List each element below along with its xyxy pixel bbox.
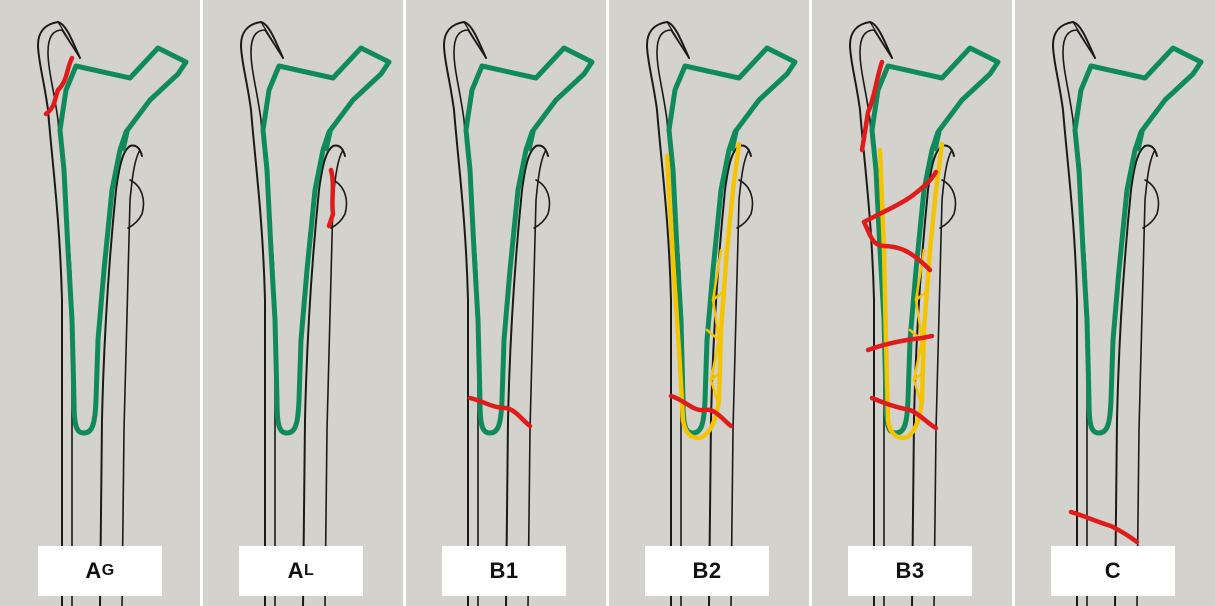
panel-drawing <box>609 0 809 606</box>
label-main-text: B3 <box>895 558 924 584</box>
panel-b3: B3 <box>812 0 1012 606</box>
label-subscript-text: G <box>102 562 115 580</box>
panel-drawing <box>1015 0 1215 606</box>
panel-c: C <box>1015 0 1215 606</box>
label-main-text: C <box>1105 558 1121 584</box>
label-main-text: A <box>85 558 101 584</box>
panel-b2: B2 <box>609 0 809 606</box>
label-main-text: B2 <box>692 558 721 584</box>
panel-b1: B1 <box>406 0 606 606</box>
panel-drawing <box>812 0 1012 606</box>
label-main-text: B1 <box>489 558 518 584</box>
classification-label: B2 <box>645 546 769 596</box>
classification-label: B3 <box>848 546 972 596</box>
classification-label: C <box>1051 546 1175 596</box>
label-subscript-text: L <box>304 562 314 580</box>
panel-drawing <box>203 0 403 606</box>
panel-drawing <box>0 0 200 606</box>
panel-drawing <box>406 0 606 606</box>
label-main-text: A <box>288 558 304 584</box>
classification-label: B1 <box>442 546 566 596</box>
